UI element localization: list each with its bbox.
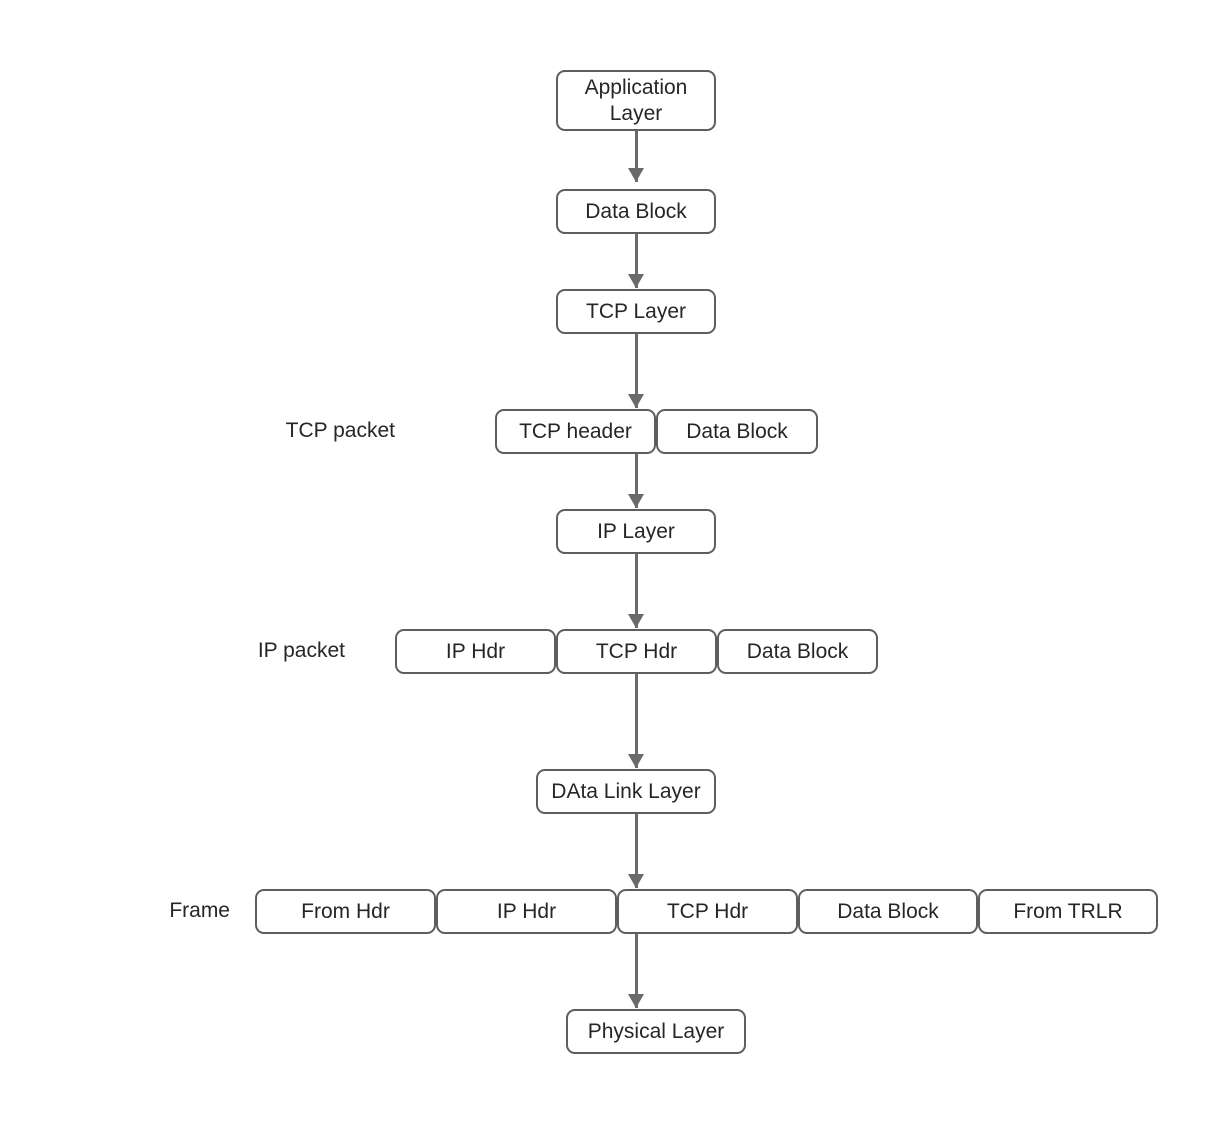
node-physical-layer[interactable]: Physical Layer [566, 1009, 746, 1054]
node-application-layer[interactable]: Application Layer [556, 70, 716, 131]
segment-ip-hdr[interactable]: IP Hdr [395, 629, 556, 674]
caption-tcp-packet: TCP packet [285, 419, 395, 442]
segment-frame-ip-hdr[interactable]: IP Hdr [436, 889, 617, 934]
node-data-link-layer[interactable]: DAta Link Layer [536, 769, 716, 814]
segment-ip-tcp-hdr[interactable]: TCP Hdr [556, 629, 717, 674]
segment-frame-from-hdr[interactable]: From Hdr [255, 889, 436, 934]
segment-frame-from-trlr[interactable]: From TRLR [978, 889, 1158, 934]
caption-frame: Frame [169, 899, 230, 922]
node-data-block[interactable]: Data Block [556, 189, 716, 234]
segment-frame-data-block[interactable]: Data Block [798, 889, 978, 934]
segment-frame-tcp-hdr[interactable]: TCP Hdr [617, 889, 798, 934]
caption-ip-packet: IP packet [257, 639, 345, 662]
segment-tcp-header[interactable]: TCP header [495, 409, 656, 454]
segment-ip-data-block[interactable]: Data Block [717, 629, 878, 674]
node-ip-layer[interactable]: IP Layer [556, 509, 716, 554]
node-tcp-layer[interactable]: TCP Layer [556, 289, 716, 334]
segment-tcp-data-block[interactable]: Data Block [656, 409, 818, 454]
